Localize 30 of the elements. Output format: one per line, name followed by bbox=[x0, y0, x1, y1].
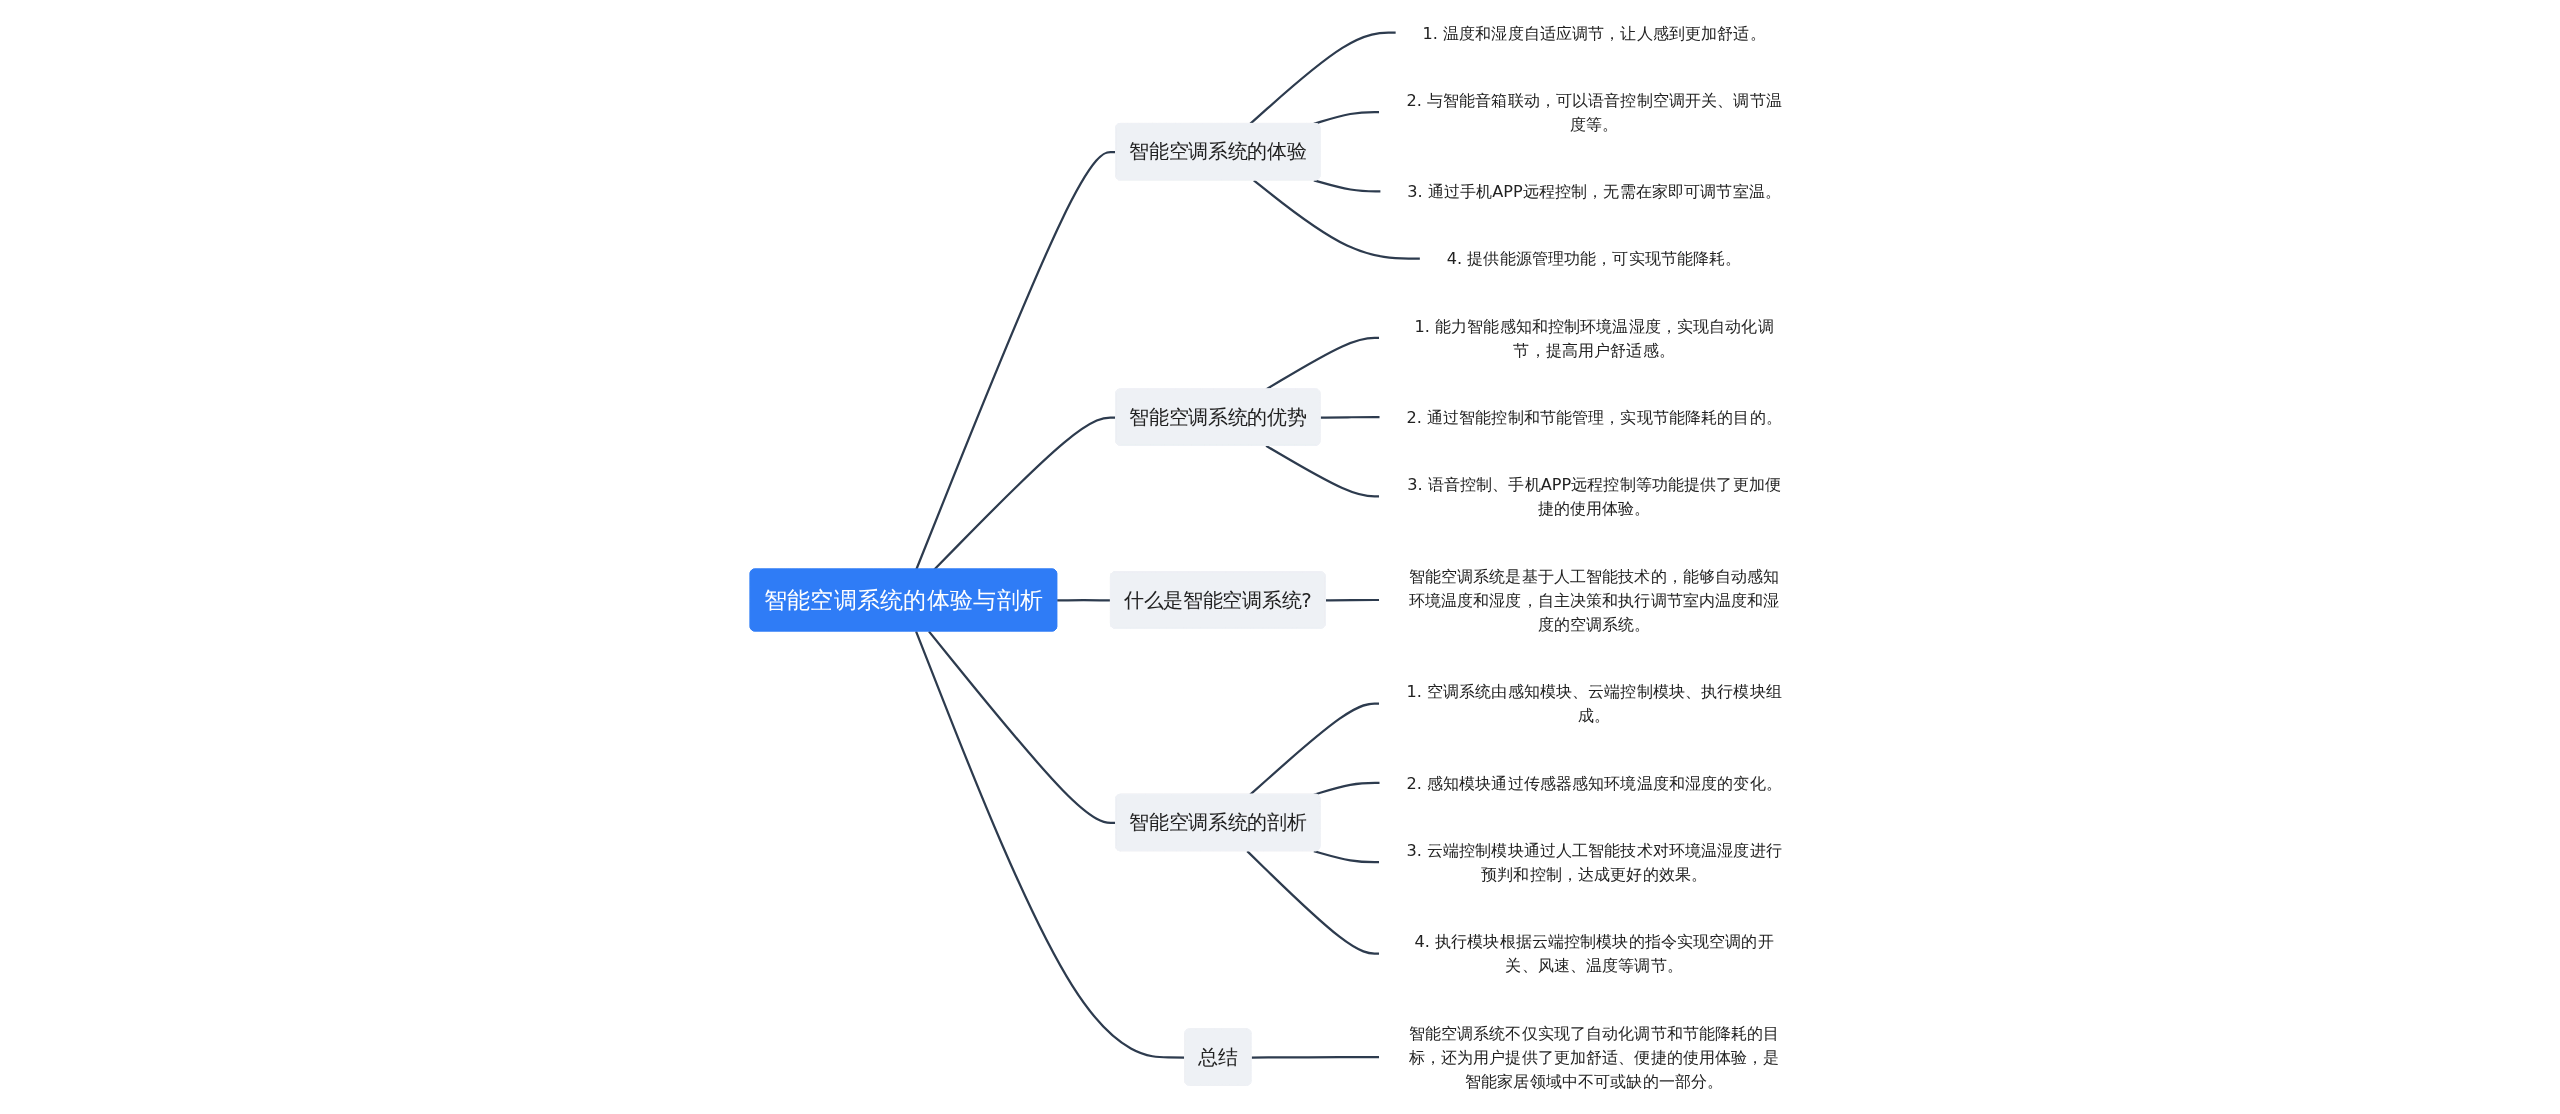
node-text: 4. 提供能源管理功能，可实现节能降耗。 bbox=[1447, 249, 1742, 268]
connector bbox=[915, 150, 1117, 570]
node-text: 1. 空调系统由感知模块、云端控制模块、执行模块组成。 bbox=[1406, 682, 1783, 726]
connector bbox=[1246, 850, 1380, 955]
connector bbox=[1249, 702, 1380, 796]
node-text: 4. 执行模块根据云端控制模块的指令实现空调的开关、风速、温度等调节。 bbox=[1414, 932, 1775, 976]
connector bbox=[1313, 179, 1381, 193]
node-text: 智能空调系统是基于人工智能技术的，能够自动感知环境温度和湿度，自主决策和执行调节室内温度和湿度的空调系统。 bbox=[1408, 566, 1780, 634]
connector bbox=[1057, 599, 1112, 602]
node-text: 3. 语音控制、手机APP远程控制等功能提供了更加便捷的使用体验。 bbox=[1407, 475, 1782, 519]
connector bbox=[1249, 31, 1396, 125]
node-text: 2. 与智能音箱联动，可以语音控制空调开关、调节温度等。 bbox=[1406, 90, 1783, 134]
connector bbox=[1313, 850, 1380, 864]
connector bbox=[1320, 416, 1380, 419]
connector bbox=[1313, 110, 1380, 125]
connector bbox=[1326, 598, 1380, 602]
connector bbox=[1253, 179, 1421, 260]
node-text: 1. 能力智能感知和控制环境温湿度，实现自动化调节，提高用户舒适感。 bbox=[1414, 316, 1775, 360]
connector bbox=[1265, 444, 1380, 498]
node-text: 3. 云端控制模块通过人工智能技术对环境温湿度进行预判和控制，达成更好的效果。 bbox=[1406, 840, 1783, 884]
connector bbox=[928, 630, 1117, 825]
node-text: 2. 感知模块通过传感器感知环境温度和湿度的变化。 bbox=[1406, 773, 1783, 793]
connector bbox=[1313, 781, 1380, 796]
connector bbox=[1251, 1055, 1380, 1059]
node-text: 2. 通过智能控制和节能管理，实现节能降耗的目的。 bbox=[1406, 407, 1783, 427]
node-text: 1. 温度和湿度自适应调节，让人感到更加舒适。 bbox=[1422, 23, 1766, 43]
connector bbox=[915, 630, 1186, 1059]
connector bbox=[933, 416, 1117, 571]
node-text: 3. 通过手机APP远程控制，无需在家即可调节室温。 bbox=[1407, 181, 1782, 201]
node-text: 智能空调系统不仅实现了自动化调节和节能降耗的目标，还为用户提供了更加舒适、便捷的使用体验，是智能家居领域中不可或缺的一部分。 bbox=[1408, 1023, 1780, 1091]
